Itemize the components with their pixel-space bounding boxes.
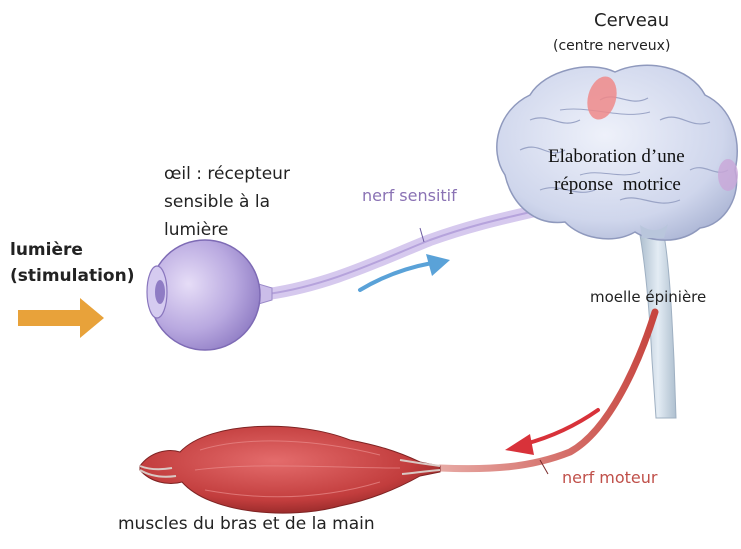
stimulus-label-line1: lumière: [10, 240, 83, 260]
motor-flow-arrow: [505, 410, 598, 455]
eye-illustration: [147, 240, 272, 350]
muscles-label: muscles du bras et de la main: [118, 514, 375, 534]
brain-title: Cerveau: [594, 10, 669, 31]
eye-label-line1: œil : récepteur: [164, 164, 290, 184]
sensory-nerve-label: nerf sensitif: [362, 186, 457, 205]
brain-response-line2: réponse motrice: [554, 174, 681, 196]
motor-nerve-label: nerf moteur: [562, 468, 658, 487]
spinal-cord-label: moelle épinière: [590, 288, 706, 306]
motor-nerve: [440, 312, 655, 474]
brain-response-line1: Elaboration d’une: [548, 146, 685, 168]
sensory-nerve: [268, 205, 560, 294]
muscle-illustration: [140, 426, 440, 513]
brain-subtitle: (centre nerveux): [553, 38, 670, 54]
eye-label-line3: lumière: [164, 220, 228, 240]
eye-label-line2: sensible à la: [164, 192, 270, 212]
spinal-cord-illustration: [640, 235, 676, 418]
light-stimulus-arrow: [18, 298, 104, 338]
stimulus-label-line2: (stimulation): [10, 266, 134, 286]
